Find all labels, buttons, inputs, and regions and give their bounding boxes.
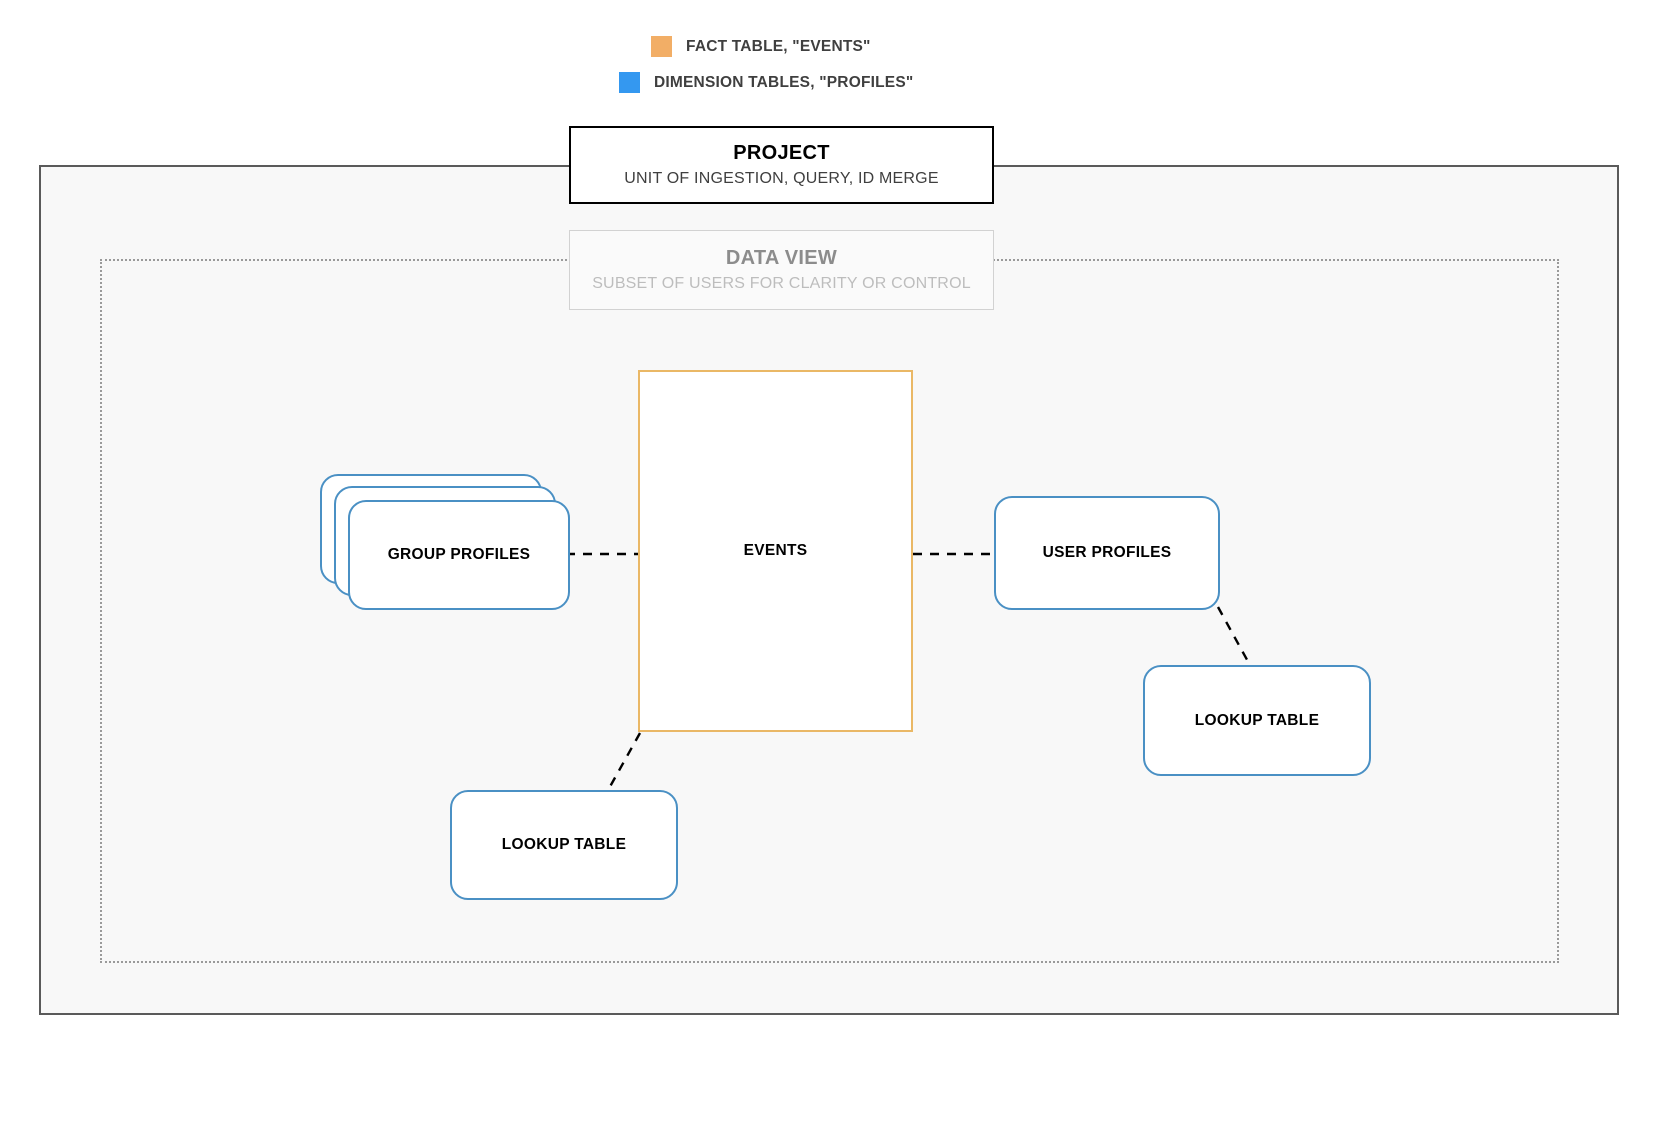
node-lookup-table-right[interactable]: LOOKUP TABLE bbox=[1143, 665, 1371, 776]
legend-item-fact-table: FACT TABLE, "EVENTS" bbox=[651, 36, 871, 57]
node-group-profiles-card-front[interactable]: GROUP PROFILES bbox=[348, 500, 570, 610]
node-group-profiles-label: GROUP PROFILES bbox=[387, 546, 531, 563]
node-user-profiles[interactable]: USER PROFILES bbox=[994, 496, 1220, 610]
node-group-profiles[interactable]: GROUP PROFILES bbox=[320, 474, 570, 610]
legend-item-dimension-tables: DIMENSION TABLES, "PROFILES" bbox=[619, 72, 913, 93]
project-title: PROJECT bbox=[733, 142, 830, 164]
data-view-title: DATA VIEW bbox=[725, 247, 838, 269]
square-swatch-icon bbox=[651, 36, 672, 57]
node-user-profiles-label: USER PROFILES bbox=[1042, 544, 1172, 561]
node-lookup-table-right-label: LOOKUP TABLE bbox=[1194, 711, 1320, 729]
project-header-box: PROJECT UNIT OF INGESTION, QUERY, ID MER… bbox=[569, 126, 994, 204]
project-subtitle: UNIT OF INGESTION, QUERY, ID MERGE bbox=[624, 170, 939, 187]
data-view-header-box: DATA VIEW SUBSET OF USERS FOR CLARITY OR… bbox=[569, 230, 994, 310]
data-view-subtitle: SUBSET OF USERS FOR CLARITY OR CONTROL bbox=[592, 275, 971, 292]
node-events[interactable]: EVENTS bbox=[638, 370, 913, 732]
node-lookup-table-left-label: LOOKUP TABLE bbox=[501, 836, 627, 853]
node-lookup-table-left[interactable]: LOOKUP TABLE bbox=[450, 790, 678, 900]
legend-item-label: DIMENSION TABLES, "PROFILES" bbox=[654, 73, 914, 91]
node-events-label: EVENTS bbox=[743, 542, 808, 559]
square-swatch-icon bbox=[619, 72, 640, 93]
legend-item-label: FACT TABLE, "EVENTS" bbox=[686, 37, 871, 55]
